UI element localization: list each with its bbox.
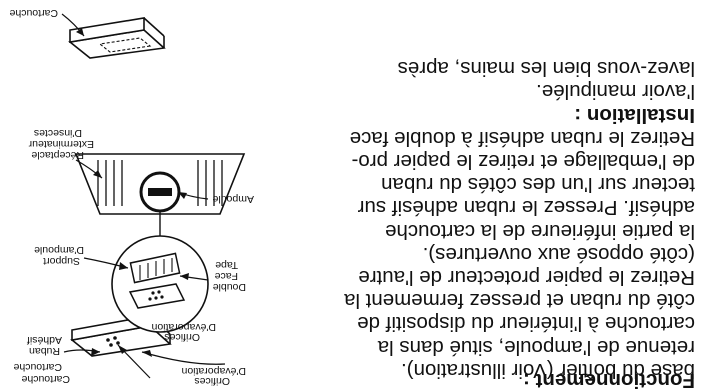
text-line: adhésif. Pressez le ruban adhésif sur [357,196,695,220]
label-face: Face [214,270,238,282]
installation-heading: Installation : [574,103,695,127]
label-support-2: D'ampoule [34,244,84,256]
instructions-column: Fonctionnement : base du boîtier (Voir i… [270,57,695,392]
orifice-dot [109,343,113,347]
label-orifices: Orifices [194,375,230,387]
text-line: l'avoir manipulée. [536,80,695,104]
zoom-cartridge [128,283,186,309]
text-line: de l'emballage et retirez le papier pro- [351,149,696,173]
arrowhead [91,348,100,356]
orifice-dot [106,338,110,342]
text-line: tecteur sur l'un des côtés du ruban [381,173,695,197]
arrowhead [178,192,187,199]
label-ruban: Ruban [29,345,60,357]
orifice-dot [113,336,117,340]
text-line: Retirez le ruban adhésif à double face [349,126,695,150]
zoom-support [129,252,181,284]
orifice-dot [160,295,164,299]
text-line: base du boîtier (Voir illustration). [401,358,695,382]
text-line: (côté opposé aux ouvertures). [422,242,695,266]
figures-svg: Cartouche Orifices D'évaporation Ruban A… [9,7,254,387]
orifice-dot [151,291,155,295]
cartridge-bottom-side [69,17,145,43]
orifice-dot [154,296,158,300]
label-evaporation: D'évaporation [181,365,246,377]
label-adhesif: Adhésif [27,334,62,346]
cartridge-edge [143,17,165,37]
label-cartouche-zoom: Cartouche [21,373,70,385]
leader-line [141,351,226,365]
label-evaporation-zoom: D'évaporation [151,321,216,333]
arrowhead [93,170,102,178]
label-receptacle-2: Exterminateur [28,138,94,150]
orifice-dot [148,297,152,301]
label-receptacle-3: D'insectes [34,127,82,139]
figures-column: Cartouche Orifices D'évaporation Ruban A… [0,0,260,392]
label-support: Support [43,255,80,267]
label-ampoule: Ampoule [212,193,254,205]
arrowhead [76,28,84,36]
text-line: côté du ruban et pressez fermement la [344,289,695,313]
label-receptacle: Réceptacle [31,149,84,161]
orifice-dot [157,290,161,294]
text-line: retenue de l'ampoule, situé dans la [377,335,695,359]
text-line: cartouche à l'intérieur du dispositif de [357,312,695,336]
text-line: Retirez le papier protecteur de l'autre [358,265,695,289]
label-tape: Tape [215,259,238,271]
label-orifices-zoom: Orifices [164,331,200,343]
text-line: lavez-vous bien les mains, après [397,57,695,81]
label-cartouche: Cartouche [13,361,62,373]
label-cartouche-bottom: Cartouche [9,7,58,19]
arrowhead [180,273,189,280]
text-line: la partie inférieure de la cartouche [385,219,695,243]
zoom-circle [111,235,209,333]
orifice-dot [116,341,120,345]
figure-receptacle-ampoule: Cartouche Orifices D'évaporation Ampoule… [21,127,254,385]
label-double: Double [213,281,246,293]
arrowhead [142,350,152,357]
ampoule-bar [148,188,172,196]
figure-cartridge-tape: Cartouche [9,7,166,59]
arrowhead [119,262,128,270]
arrowhead [118,345,127,354]
tape-outline [98,37,152,53]
